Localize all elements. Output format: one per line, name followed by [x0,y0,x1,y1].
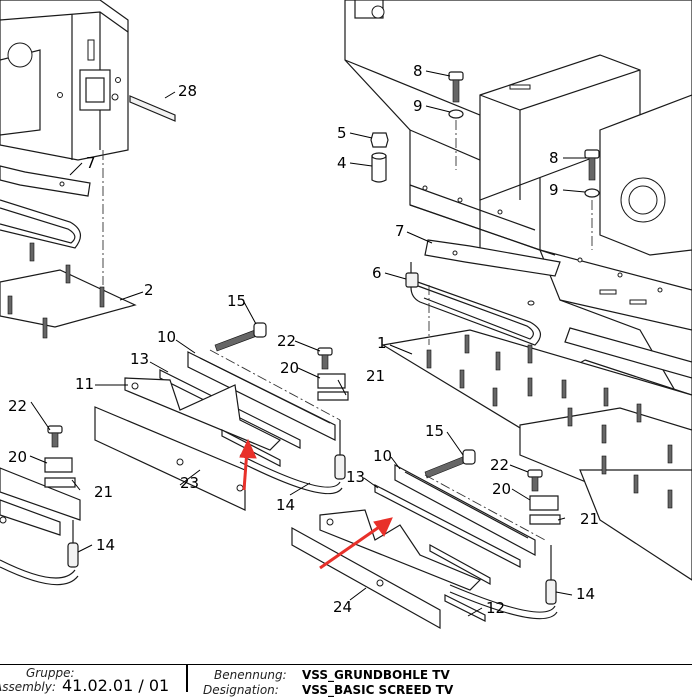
clamp-21-middle [317,391,349,401]
callout-13-lower: 13 [346,468,365,486]
group-label: Gruppe: [26,666,75,680]
name-label: Benennung: [214,668,287,682]
bracket-assembly-lower [291,463,558,630]
callout-12: 12 [486,599,505,617]
leader-lines [29,70,586,617]
callout-10-middle: 10 [157,328,176,346]
callout-20-lower: 20 [492,480,511,498]
callout-7-left: 7 [86,154,96,172]
callout-10-lower: 10 [373,447,392,465]
callout-2: 2 [144,281,154,299]
name-value: VSS_GRUNDBOHLE TV [302,668,450,682]
callout-22-lower: 22 [490,456,509,474]
callout-24: 24 [333,598,352,616]
callout-8-right: 8 [549,149,559,167]
bolt-15-middle [214,322,267,352]
clamp-20-lower [529,495,559,511]
exploded-parts-diagram: 28 7 2 8 9 5 4 8 9 7 6 1 15 22 20 21 10 … [0,0,692,630]
bolt-22-left [47,425,63,448]
gasket-7-right [424,239,561,277]
clamp-21-lower [529,514,561,525]
bolt-22-middle [317,347,333,370]
bracket-assembly-middle [94,351,346,511]
clamp-20-left [44,457,73,473]
designation-value: VSS_BASIC SCREED TV [302,683,454,697]
gasket-7-left [0,165,91,197]
bolt-22-lower [527,469,543,492]
bracket-assembly-left [0,467,81,586]
callout-15-middle: 15 [227,292,246,310]
title-block [0,664,692,693]
studs-plate-2 [7,242,105,339]
assembly-label: Assembly: [0,680,56,694]
callout-7-right: 7 [395,222,405,240]
callout-6: 6 [372,264,382,282]
callout-5: 5 [337,124,347,142]
spacer-4 [371,155,387,183]
callout-28: 28 [178,82,197,100]
callout-8-upper: 8 [413,62,423,80]
callout-21-lower: 21 [580,510,599,528]
callout-11: 11 [75,375,94,393]
callout-22-middle: 22 [277,332,296,350]
callout-14-left: 14 [96,536,115,554]
left-frame-assembly [0,0,129,161]
highlight-arrow-upper [239,438,257,491]
callout-15-lower: 15 [425,422,444,440]
clamp-20-middle [317,373,346,389]
callout-20-left: 20 [8,448,27,466]
callout-13-middle: 13 [130,350,149,368]
callout-20-middle: 20 [280,359,299,377]
assembly-number: 41.02.01 / 01 [62,676,170,695]
washer-9-right [584,188,600,198]
callout-21-middle: 21 [366,367,385,385]
plate-2 [0,269,137,328]
seal-strip-28 [129,95,176,122]
callout-9-upper: 9 [413,97,423,115]
bolt-15-lower [424,449,476,479]
bolt-8-upper [448,71,464,103]
callout-4: 4 [337,154,347,172]
studs-plate-1 [426,334,673,509]
callout-21-left: 21 [94,483,113,501]
washer-9-upper [448,109,464,119]
callout-numbers: 28 7 2 8 9 5 4 8 9 7 6 1 15 22 20 21 10 … [8,62,599,617]
designation-label: Designation: [203,683,279,697]
title-block-divider [186,664,188,692]
callout-22-left: 22 [8,397,27,415]
heater-loop-6 [410,279,541,346]
callout-1: 1 [377,334,387,352]
highlight-arrow-lower [319,517,393,570]
callout-9-right: 9 [549,181,559,199]
callout-23: 23 [180,474,199,492]
heater-loop-left [0,199,81,249]
nut-5 [370,132,389,148]
callout-14-middle: 14 [276,496,295,514]
callout-14-lower: 14 [576,585,595,603]
bolt-8-right [584,149,600,181]
clamp-21-left [44,477,76,488]
main-frame-assembly [344,0,692,422]
